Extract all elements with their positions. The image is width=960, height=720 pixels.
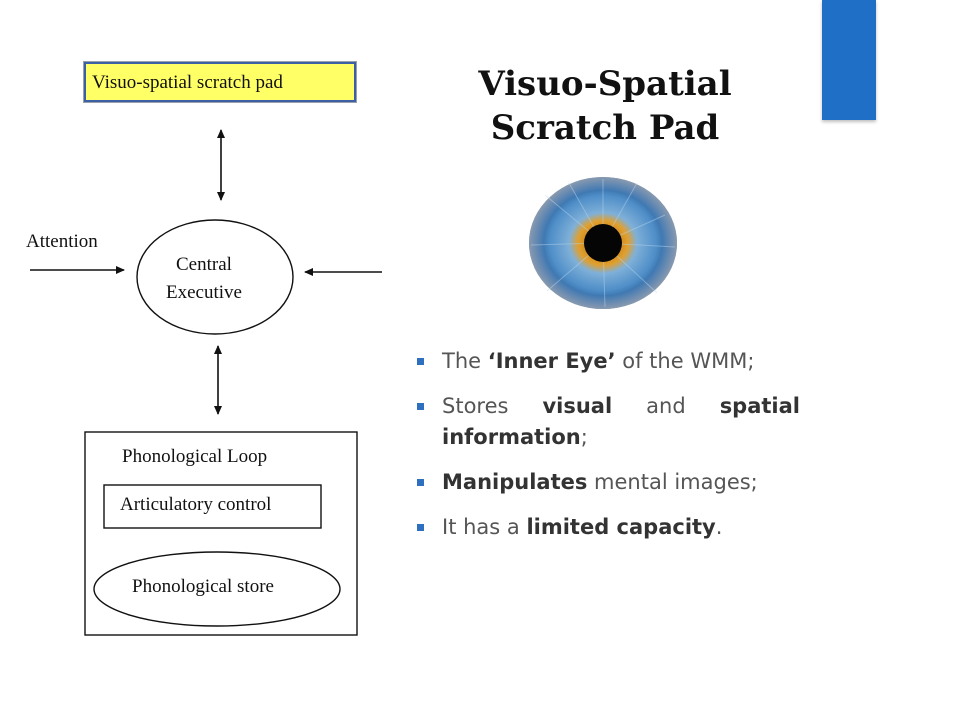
bullet-item-4: It has a limited capacity. (414, 512, 800, 543)
bullet-marker (417, 358, 424, 365)
bullet-1-text-b: of the WMM; (615, 349, 755, 373)
bullet-item-3: Manipulates mental images; (414, 467, 800, 498)
bullet-3-text: mental images; (587, 470, 758, 494)
diagram-lines (30, 129, 382, 636)
bullet-2-text-b: and (612, 394, 720, 418)
phonological-loop-box (84, 431, 358, 636)
bullet-marker (417, 524, 424, 531)
bullet-marker (417, 403, 424, 410)
bullet-1-bold: ‘Inner Eye’ (487, 349, 616, 373)
bullet-2-bold-b: spatial information (442, 394, 800, 449)
articulatory-control-label: Articulatory control (120, 494, 272, 515)
bullet-item-2: Stores visual and spatial information; (414, 391, 800, 453)
bullet-4-text-b: . (715, 515, 723, 539)
articulatory-control-box (103, 484, 322, 529)
bullet-2-text-a: Stores (442, 394, 543, 418)
bullet-3-bold: Manipulates (442, 470, 588, 494)
central-executive-label-line2: Executive (166, 282, 242, 303)
bullet-4-text-a: It has a (442, 515, 527, 539)
sketchpad-label: Visuo-spatial scratch pad (92, 72, 283, 93)
working-memory-diagram: Visuo-spatial scratch pad Attention Cent… (0, 0, 400, 720)
bullet-4-bold: limited capacity (526, 515, 716, 539)
bullet-marker (417, 479, 424, 486)
phonological-loop-label: Phonological Loop (122, 446, 268, 467)
bullet-2-text-c: ; (580, 425, 588, 449)
bullet-2-bold-a: visual (542, 394, 613, 418)
central-executive-ellipse (136, 219, 294, 335)
bullet-item-1: The ‘Inner Eye’ of the WMM; (414, 346, 800, 377)
bullet-1-text-a: The (442, 349, 488, 373)
accent-bar (822, 0, 876, 120)
slide-title: Visuo-Spatial Scratch Pad (478, 64, 732, 148)
central-executive-label-line1: Central (176, 254, 232, 275)
phonological-store-label: Phonological store (132, 576, 274, 597)
bullet-list: The ‘Inner Eye’ of the WMM; Stores visua… (414, 346, 800, 557)
phonological-store-ellipse (93, 551, 341, 627)
attention-label: Attention (26, 231, 98, 252)
sketchpad-box (83, 61, 357, 103)
eye-image (529, 177, 677, 309)
